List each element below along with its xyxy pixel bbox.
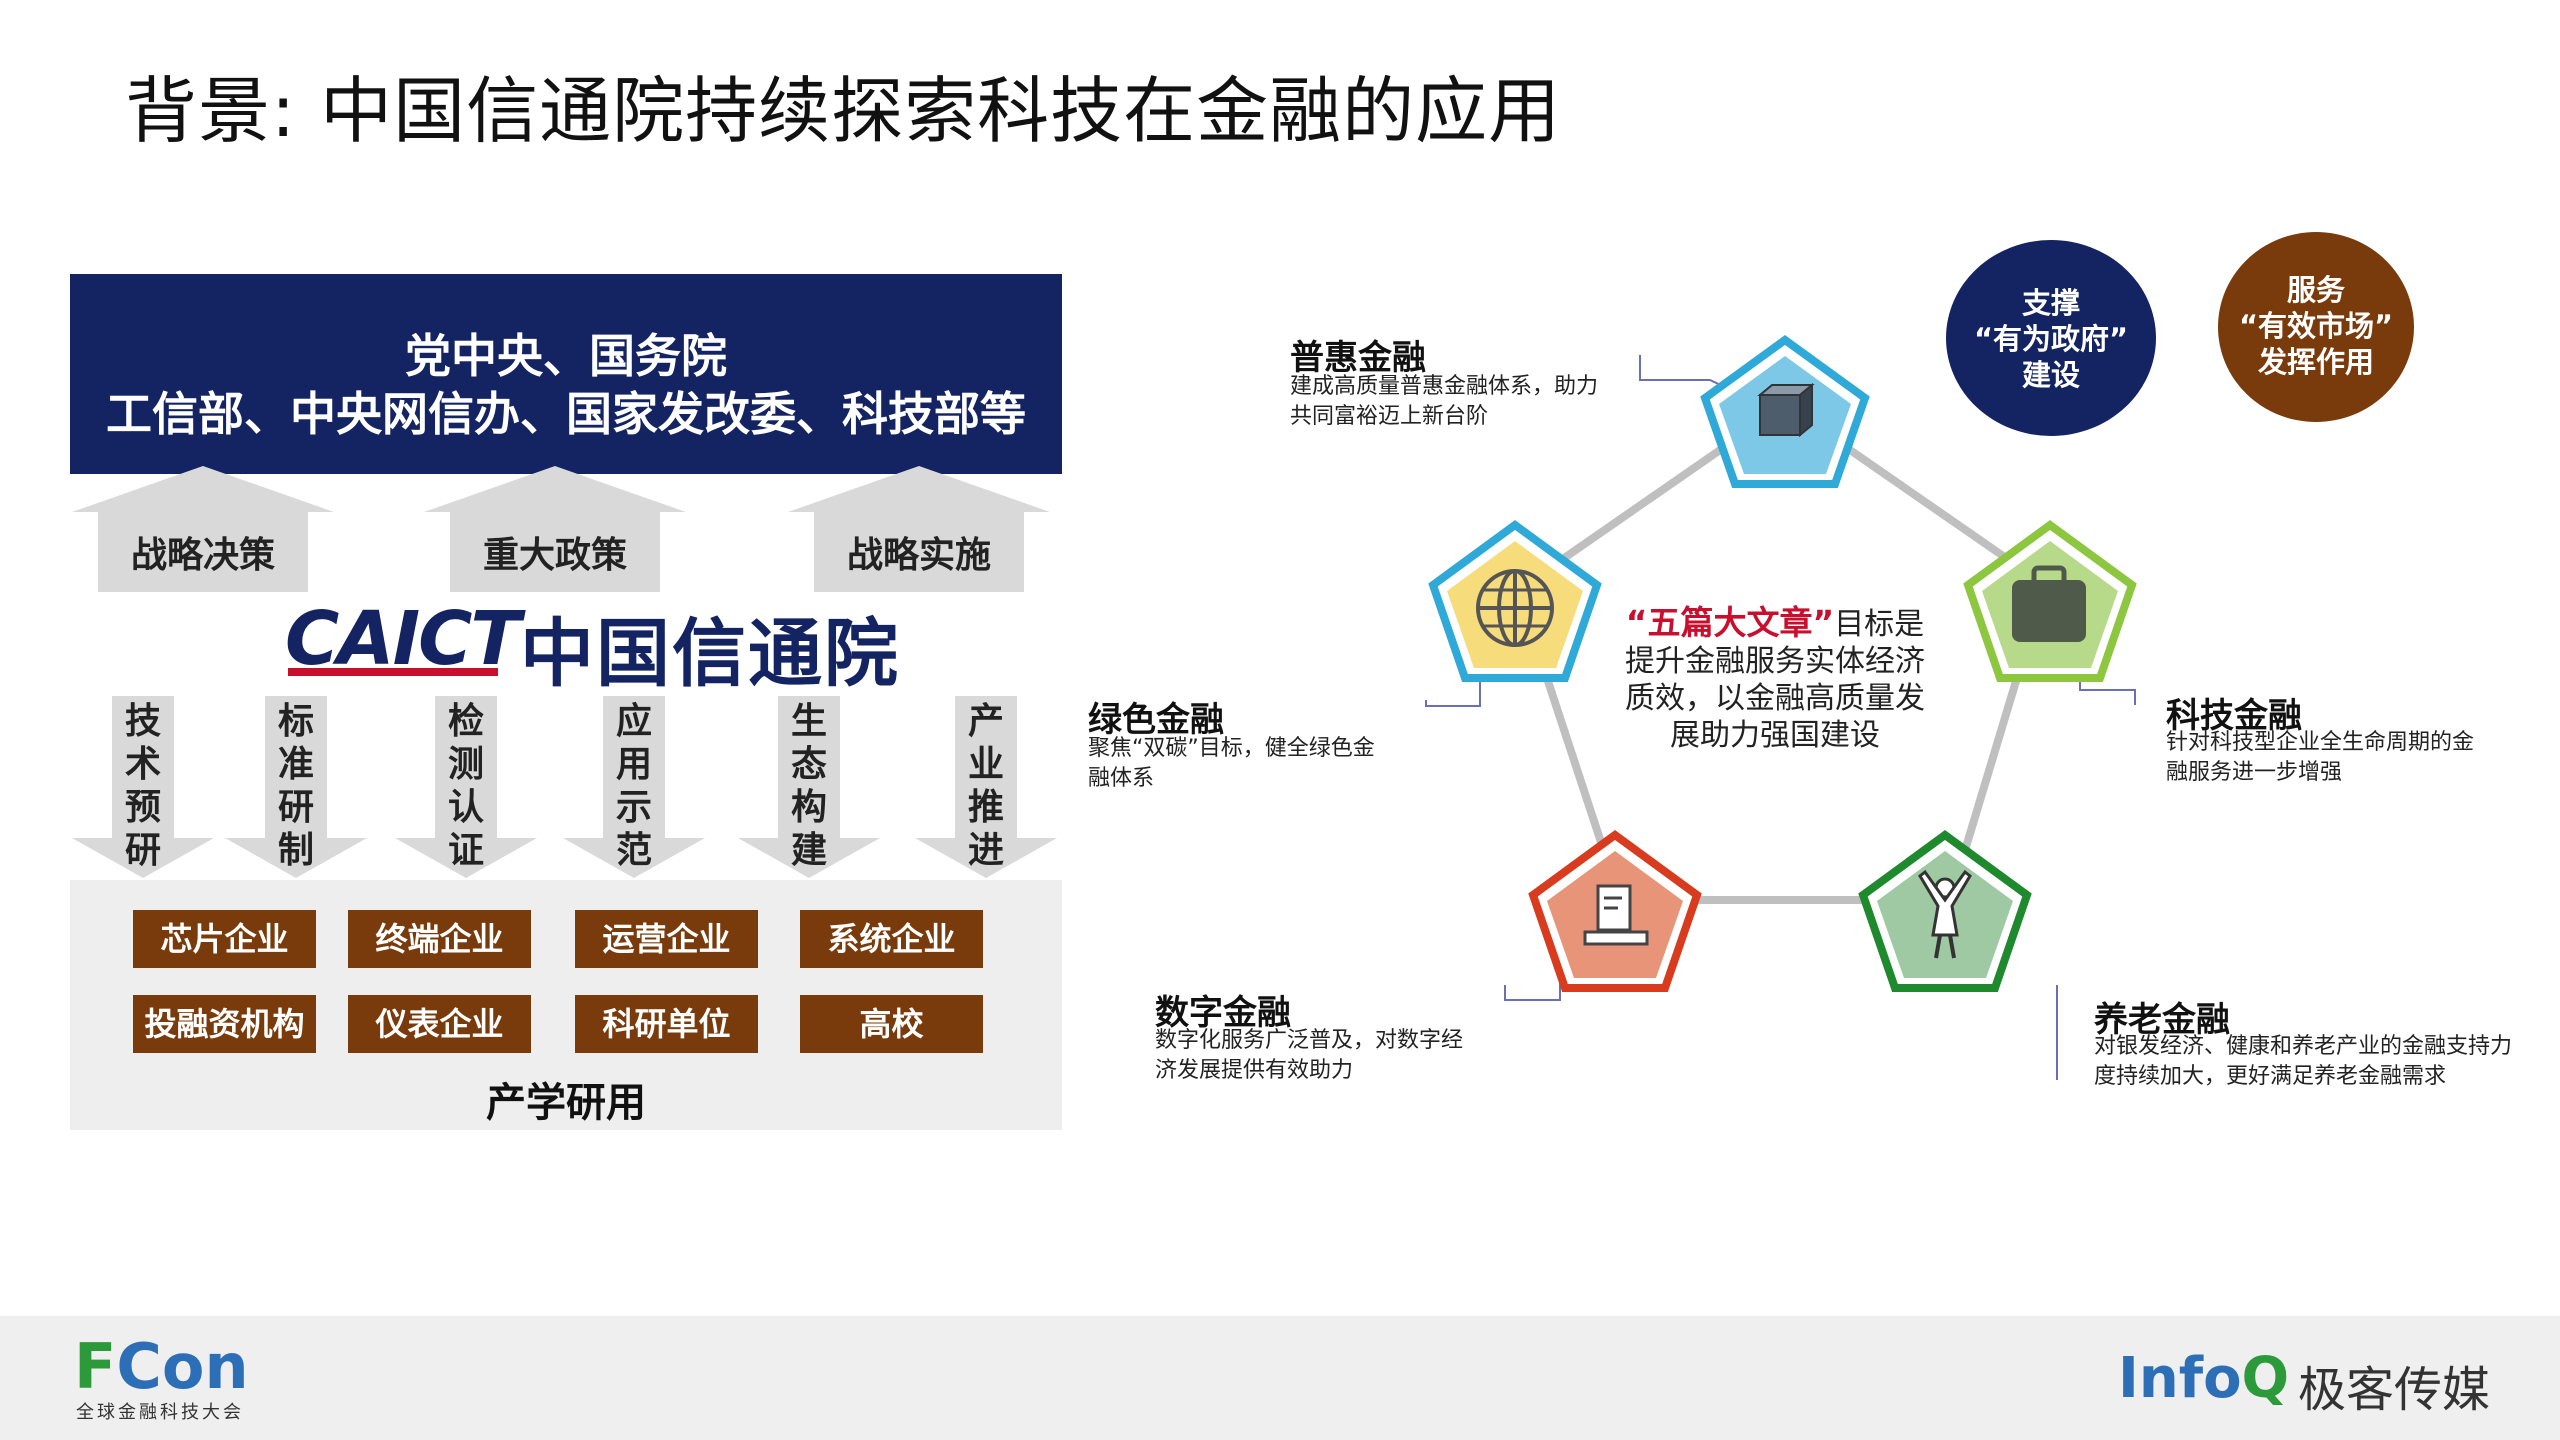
vertical-char: 推 <box>967 787 1004 828</box>
down-arrow-industry: 产 业 推 进 <box>915 696 1057 878</box>
green-title: 绿色金融 <box>1088 700 1224 740</box>
down-arrow-tech-research: 技 术 预 研 <box>72 696 214 878</box>
caict-logo-bar <box>288 668 498 676</box>
circle-text: “有为政府” <box>1973 322 2129 356</box>
vertical-char: 准 <box>277 744 314 785</box>
puhui-desc: 建成高质量普惠金融体系，助力共同富裕迈上新台阶 <box>1290 374 1599 429</box>
pension-title: 养老金融 <box>2094 1000 2230 1040</box>
vertical-char: 研 <box>124 830 161 871</box>
vertical-char: 产 <box>967 701 1004 742</box>
caict-logo-cn: 中国信通院 <box>520 611 900 697</box>
enterprise-terminal: 终端企业 <box>348 910 531 968</box>
circle-text: 服务 <box>2286 273 2345 307</box>
pension-desc: 对银发经济、健康和养老产业的金融支持力度持续加大，更好满足养老金融需求 <box>2094 1034 2513 1089</box>
circle-text: 发挥作用 <box>2257 345 2374 379</box>
vertical-char: 制 <box>277 830 314 871</box>
down-arrow-standards: 标 准 研 制 <box>225 696 367 878</box>
down-arrow-application: 应 用 示 范 <box>563 696 705 878</box>
vertical-char: 示 <box>615 787 652 828</box>
down-arrow-testing: 检 测 认 证 <box>395 696 537 878</box>
authority-line-2: 工信部、中央网信办、国家发改委、科技部等 <box>106 387 1026 441</box>
enterprise-university: 高校 <box>800 995 983 1053</box>
vertical-char: 业 <box>967 744 1004 785</box>
up-arrow-major-policy: 重大政策 <box>424 466 686 592</box>
up-arrow-strategy-decision: 战略决策 <box>72 466 334 592</box>
vertical-char: 认 <box>447 787 484 828</box>
vertical-char: 建 <box>790 830 827 871</box>
enterprise-system: 系统企业 <box>800 910 983 968</box>
circle-text: 支撑 <box>2021 286 2080 320</box>
up-arrow-label: 战略决策 <box>130 535 275 576</box>
vertical-char: 研 <box>277 787 314 828</box>
computer-icon <box>1583 884 1649 946</box>
cube-icon <box>1757 382 1815 438</box>
authority-line-1: 党中央、国务院 <box>405 329 727 383</box>
infoq-logo-info: Info <box>2118 1346 2242 1411</box>
infoq-logo-q: Q <box>2241 1346 2290 1411</box>
vertical-char: 范 <box>615 830 652 871</box>
green-desc: 聚焦“双碳”目标，健全绿色金融体系 <box>1088 736 1375 791</box>
up-arrow-label: 战略实施 <box>846 535 991 576</box>
infoq-logo: InfoQ <box>2118 1346 2289 1411</box>
geek-media-label: 极客传媒 <box>2298 1362 2491 1418</box>
down-arrow-ecosystem: 生 态 构 建 <box>738 696 880 878</box>
serve-market-circle: 服务 “有效市场” 发挥作用 <box>2218 232 2414 422</box>
vertical-char: 检 <box>447 701 484 742</box>
digital-title: 数字金融 <box>1155 993 1291 1033</box>
vertical-char: 标 <box>277 701 314 742</box>
fcon-logo-f: F <box>74 1330 117 1403</box>
tech-desc: 针对科技型企业全生命周期的金融服务进一步增强 <box>2166 730 2475 785</box>
circle-text: “有效市场” <box>2238 309 2394 343</box>
center-description: “五篇大文章”目标是提升金融服务实体经济质效，以金融高质量发展助力强国建设 <box>1625 604 1925 754</box>
vertical-char: 用 <box>615 744 652 785</box>
briefcase-icon <box>2012 565 2086 642</box>
puhui-title: 普惠金融 <box>1290 338 1426 378</box>
industry-university-research-label: 产学研用 <box>486 1080 646 1126</box>
vertical-char: 术 <box>124 744 161 785</box>
vertical-char: 构 <box>790 787 827 828</box>
up-arrow-label: 重大政策 <box>482 535 627 576</box>
enterprise-research: 科研单位 <box>575 995 758 1053</box>
vertical-char: 证 <box>447 830 484 871</box>
vertical-char: 进 <box>967 830 1004 871</box>
circle-text: 建设 <box>2021 358 2080 392</box>
vertical-char: 预 <box>124 787 161 828</box>
enterprise-investment: 投融资机构 <box>133 995 316 1053</box>
up-arrow-strategy-implementation: 战略实施 <box>788 466 1050 592</box>
fcon-subtitle: 全球金融科技大会 <box>76 1402 244 1423</box>
page-title: 背景: 中国信通院持续探索科技在金融的应用 <box>125 69 1562 153</box>
support-government-circle: 支撑 “有为政府” 建设 <box>1946 240 2156 436</box>
vertical-char: 测 <box>447 744 484 785</box>
digital-desc: 数字化服务广泛普及，对数字经济发展提供有效助力 <box>1155 1028 1464 1083</box>
authority-box: 党中央、国务院 工信部、中央网信办、国家发改委、科技部等 <box>70 274 1062 474</box>
caict-logo-en: CAICT <box>285 596 521 682</box>
vertical-char: 应 <box>615 701 652 742</box>
enterprise-chip: 芯片企业 <box>133 910 316 968</box>
enterprise-operator: 运营企业 <box>575 910 758 968</box>
tech-title: 科技金融 <box>2166 696 2302 736</box>
person-icon <box>1918 869 1972 959</box>
vertical-char: 态 <box>790 744 827 785</box>
footer-bar <box>0 1316 2560 1440</box>
vertical-char: 技 <box>124 701 161 742</box>
enterprise-instrument: 仪表企业 <box>348 995 531 1053</box>
fcon-logo-con: Con <box>116 1330 249 1403</box>
five-articles-highlight: “五篇大文章” <box>1625 603 1835 642</box>
fcon-logo: FCon <box>74 1330 249 1403</box>
globe-icon <box>1476 569 1554 647</box>
center-description-text: 目标是提升金融服务实体经济质效，以金融高质量发展助力强国建设 <box>1625 607 1925 753</box>
vertical-char: 生 <box>790 701 827 742</box>
